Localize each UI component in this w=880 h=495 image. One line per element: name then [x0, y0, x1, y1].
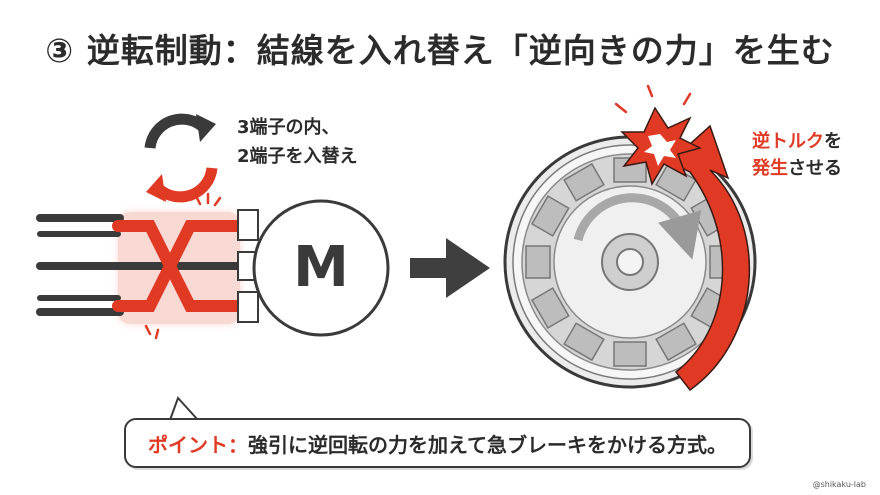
swap-arrows-icon: [144, 113, 218, 203]
impact-burst-icon: [614, 84, 703, 186]
swap-note: 3端子の内、 2端子を入替え: [237, 113, 358, 171]
torque-note: 逆トルクを 発生させる: [752, 128, 842, 182]
torque-note-highlight-1: 逆トルク: [752, 131, 824, 152]
torque-note-line-1: 逆トルクを: [752, 128, 842, 155]
motor-circle: [252, 199, 390, 337]
torque-note-rest-2: させる: [788, 158, 842, 179]
wires: [36, 214, 246, 316]
spark-marks: [144, 192, 222, 340]
point-callout: ポイント： 強引に逆回転の力を加えて急ブレーキをかける方式。: [124, 418, 751, 468]
credit-text: @shikaku-lab: [812, 480, 866, 489]
motor-label: M: [293, 235, 349, 300]
callout-tail: [169, 396, 199, 421]
page-title: ③ 逆転制動：結線を入れ替え「逆向きの力」を生む: [45, 31, 835, 70]
callout-label: ポイント：: [148, 432, 248, 457]
motor-cross-section: [503, 135, 757, 389]
torque-note-rest-1: を: [824, 131, 842, 152]
motor-terminals: [237, 209, 259, 323]
swap-note-line-2: 2端子を入替え: [237, 146, 358, 167]
torque-note-line-2: 発生させる: [752, 155, 842, 182]
callout-text: 強引に逆回転の力を加えて急ブレーキをかける方式。: [248, 432, 727, 457]
reverse-torque-arrow-icon: [668, 124, 750, 392]
torque-note-highlight-2: 発生: [752, 158, 788, 179]
swap-note-line-1: 3端子の内、: [237, 117, 340, 138]
right-arrow-icon: [410, 238, 490, 298]
